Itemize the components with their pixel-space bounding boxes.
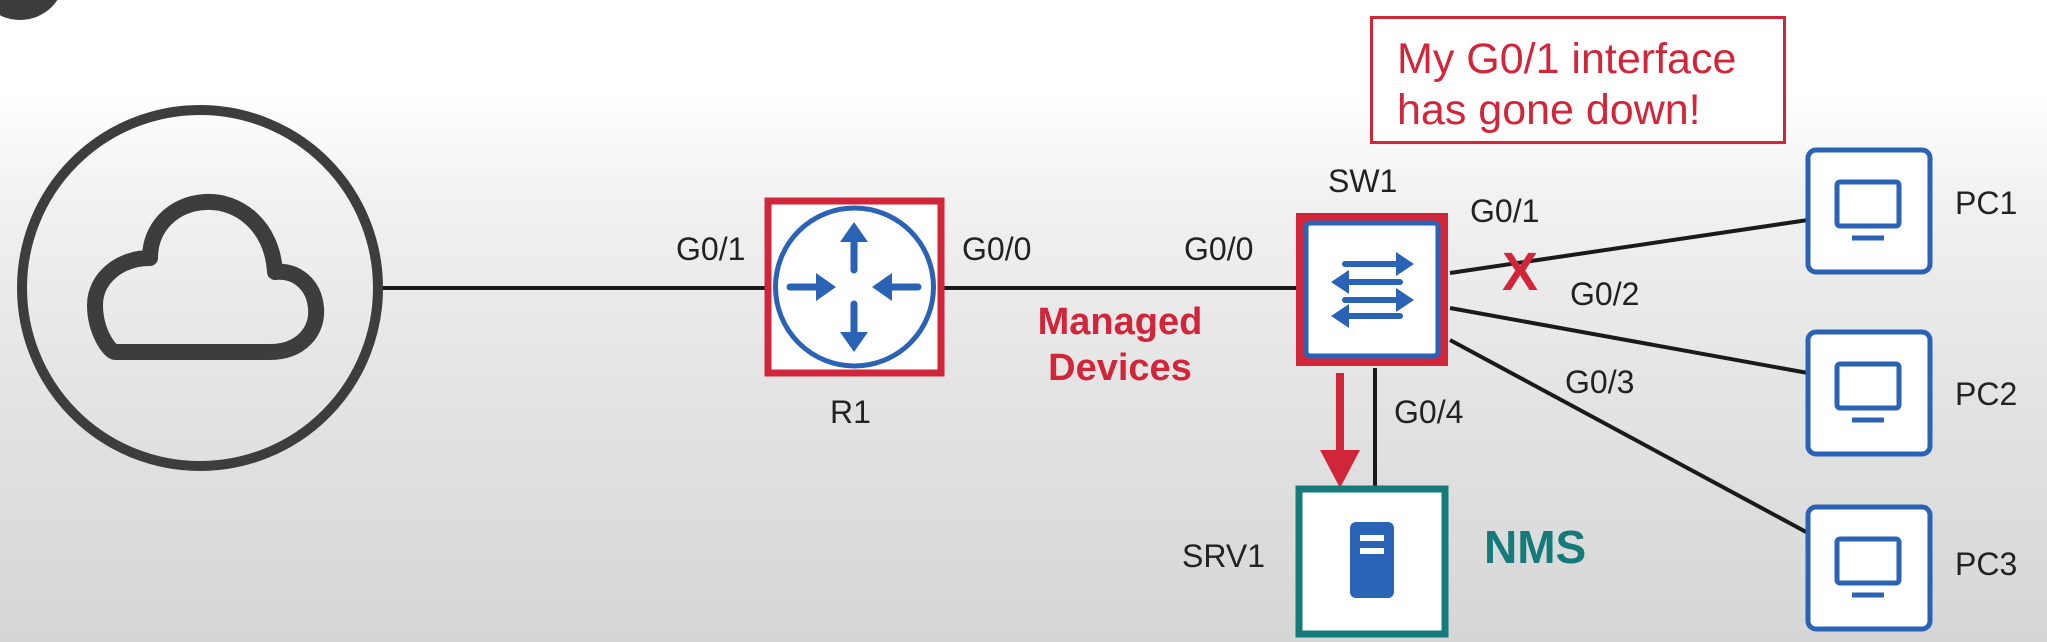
callout-line-2: has gone down! <box>1397 85 1701 134</box>
router-icon <box>764 197 945 377</box>
link-sw1-pc1 <box>1449 218 1809 275</box>
r1-label: R1 <box>830 394 871 430</box>
link-sw1-pc3 <box>1449 338 1809 535</box>
sw1-g03-label: G0/3 <box>1565 364 1635 400</box>
corner-decoration <box>0 0 58 20</box>
switch-icon <box>1296 213 1448 366</box>
managed-line-1: Managed <box>1037 301 1203 343</box>
r1-g01-label: G0/1 <box>676 231 746 267</box>
server-icon <box>1295 485 1449 638</box>
interface-down-mark: X <box>1502 242 1539 302</box>
pc1-monitor-icon <box>1805 147 1933 275</box>
pc1-label: PC1 <box>1955 185 2018 221</box>
srv1-label: SRV1 <box>1182 538 1266 574</box>
sw1-g01-label: G0/1 <box>1470 193 1540 229</box>
r1-g00-label: G0/0 <box>962 231 1032 267</box>
sw1-g02-label: G0/2 <box>1570 276 1640 312</box>
pc3-monitor-icon <box>1805 504 1933 632</box>
pc3-label: PC3 <box>1955 546 2018 582</box>
link-sw1-pc2 <box>1449 306 1809 375</box>
notification-arrow <box>1320 373 1360 488</box>
managed-line-2: Devices <box>1048 346 1192 389</box>
pc2-monitor-icon <box>1805 329 1933 457</box>
callout-line-1: My G0/1 interface <box>1397 35 1737 83</box>
sw1-g00-label: G0/0 <box>1184 231 1254 267</box>
managed-devices-label: Managed Devices <box>1020 300 1220 391</box>
cloud-icon <box>17 105 383 471</box>
sw1-label: SW1 <box>1328 163 1398 199</box>
callout-box: My G0/1 interface has gone down! <box>1370 16 1786 144</box>
sw1-g04-label: G0/4 <box>1394 394 1464 430</box>
nms-label: NMS <box>1484 521 1587 573</box>
pc2-label: PC2 <box>1955 376 2018 412</box>
